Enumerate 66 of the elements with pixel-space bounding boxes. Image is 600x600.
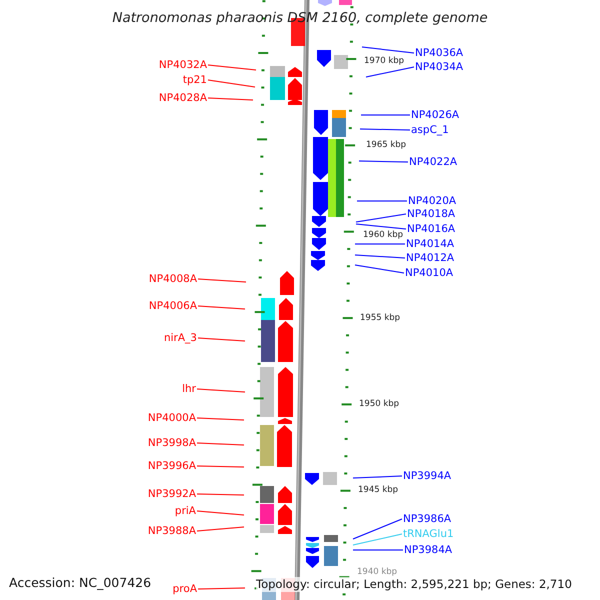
leader-line [196, 510, 244, 516]
gene-label: NP4034A [415, 60, 464, 74]
gene-label: aspC_1 [411, 124, 449, 136]
gene-label: NP3984A [404, 544, 452, 556]
gene-label: nirA_3 [164, 332, 197, 344]
scale-label: 1945 kbp [358, 484, 398, 497]
gene-label: NP4036A [415, 46, 464, 60]
gene-label: NP3992A [148, 488, 196, 500]
leader-line [352, 534, 402, 546]
leader-line [198, 338, 246, 342]
leader-line [208, 98, 254, 100]
gene-label: NP4006A [148, 300, 197, 312]
leader-line [360, 114, 410, 116]
scale-label: 1960 kbp [363, 229, 404, 242]
gene-label: NP3994A [403, 470, 452, 482]
leader-line [208, 64, 256, 70]
gene-label: NP4014A [406, 238, 454, 250]
leader-line [196, 526, 244, 532]
leader-line [358, 160, 408, 162]
gene-label: NP3998A [148, 436, 196, 450]
leader-line [196, 466, 244, 468]
gene-label: NP4022A [409, 156, 458, 168]
gene-label: proA [172, 582, 197, 596]
scale-label: 1965 kbp [366, 139, 406, 152]
gene-label: NP4026A [411, 108, 460, 122]
gene-label: NP4010A [405, 266, 454, 280]
leader-line [196, 388, 246, 392]
scale-label: 1955 kbp [360, 312, 400, 325]
leader-line [356, 200, 408, 202]
gene-label: NP4020A [408, 194, 456, 208]
gene-label: NP4000A [148, 412, 196, 424]
leader-line [356, 214, 406, 222]
gene-label: tp21 [182, 74, 207, 86]
gene-label: lhr [182, 382, 196, 396]
leader-line [196, 418, 244, 420]
gene-label: NP4028A [158, 92, 207, 104]
gene-label: tRNAGlu1 [403, 528, 454, 540]
leader-line [196, 442, 244, 446]
leader-line [354, 264, 404, 274]
leader-line [354, 254, 406, 258]
gene-label: NP3988A [148, 524, 196, 538]
leader-line [198, 278, 246, 282]
gene-label: NP4008A [148, 272, 197, 286]
leader-line [352, 476, 402, 478]
leader-line [198, 306, 246, 310]
leader-line [362, 46, 414, 54]
genome-summary-text: Topology: circular; Length: 2,595,221 bp; Genes: 2,710 [256, 577, 572, 592]
gene-label: NP4012A [406, 252, 454, 264]
accession-text: Accession: NC_007426 [9, 575, 152, 590]
gene-label: NP4016A [407, 222, 456, 236]
leader-line [356, 224, 406, 230]
title: Natronomonas pharaonis DSM 2160, complete genome [111, 10, 489, 26]
leader-line [352, 518, 402, 540]
gene-label: NP4018A [407, 208, 456, 220]
scale-label: 1970 kbp [364, 56, 404, 66]
leader-line [196, 494, 244, 496]
leader-line [366, 66, 414, 78]
gene-label: NP3996A [148, 460, 196, 472]
gene-label: NP4032A [158, 58, 207, 72]
leader-line [198, 588, 246, 590]
gene-label: NP3986A [403, 512, 452, 526]
scale-label: 1950 kbp [359, 398, 400, 411]
leader-line [360, 128, 410, 130]
leader-line [208, 80, 256, 88]
scale-label: 1940 kbp [357, 566, 398, 579]
gene-label: priA [174, 504, 196, 518]
